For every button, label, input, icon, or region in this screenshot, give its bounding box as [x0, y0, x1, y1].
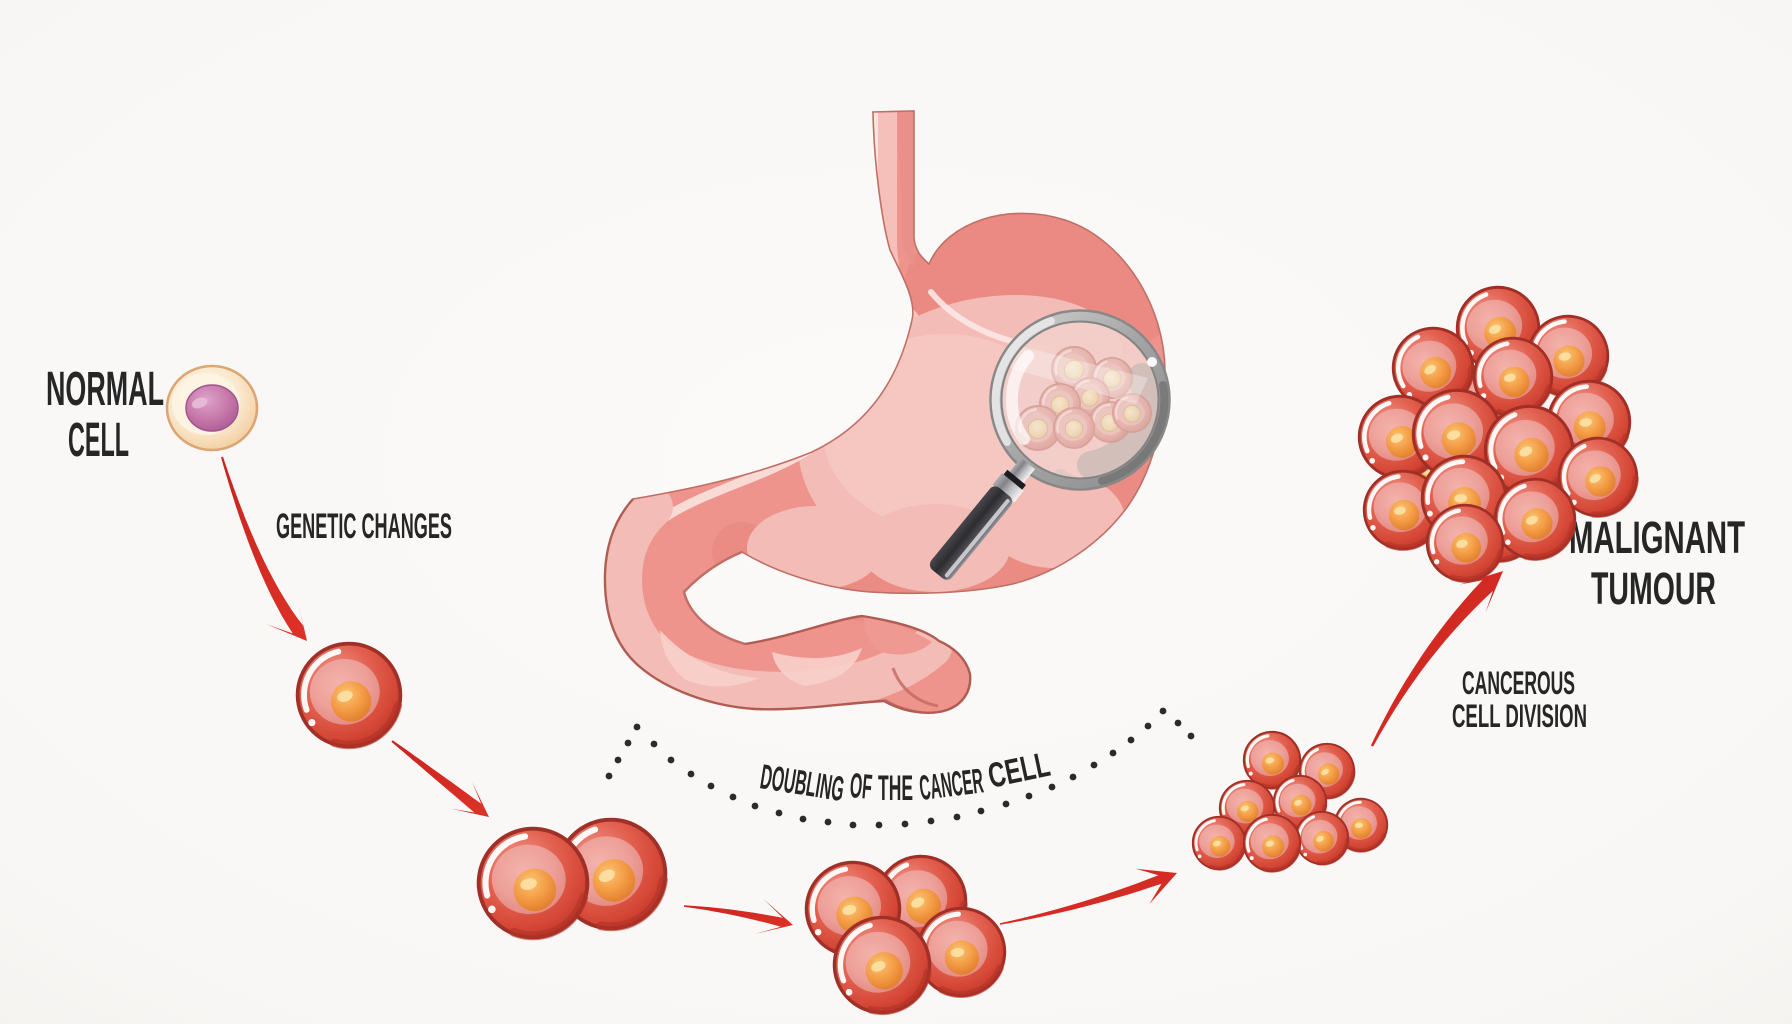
svg-text:GENETIC CHANGES: GENETIC CHANGES [276, 507, 452, 546]
svg-text:CANCER: CANCER [917, 761, 985, 808]
svg-text:MALIGNANT: MALIGNANT [1569, 512, 1745, 563]
svg-text:CELL DIVISION: CELL DIVISION [1452, 698, 1587, 734]
svg-text:TUMOUR: TUMOUR [1591, 563, 1716, 614]
svg-text:CANCEROUS: CANCEROUS [1462, 665, 1575, 701]
svg-text:OF: OF [848, 766, 873, 807]
svg-text:CELL: CELL [68, 414, 129, 467]
svg-text:THE: THE [878, 769, 913, 808]
svg-text:NORMAL: NORMAL [46, 363, 164, 416]
